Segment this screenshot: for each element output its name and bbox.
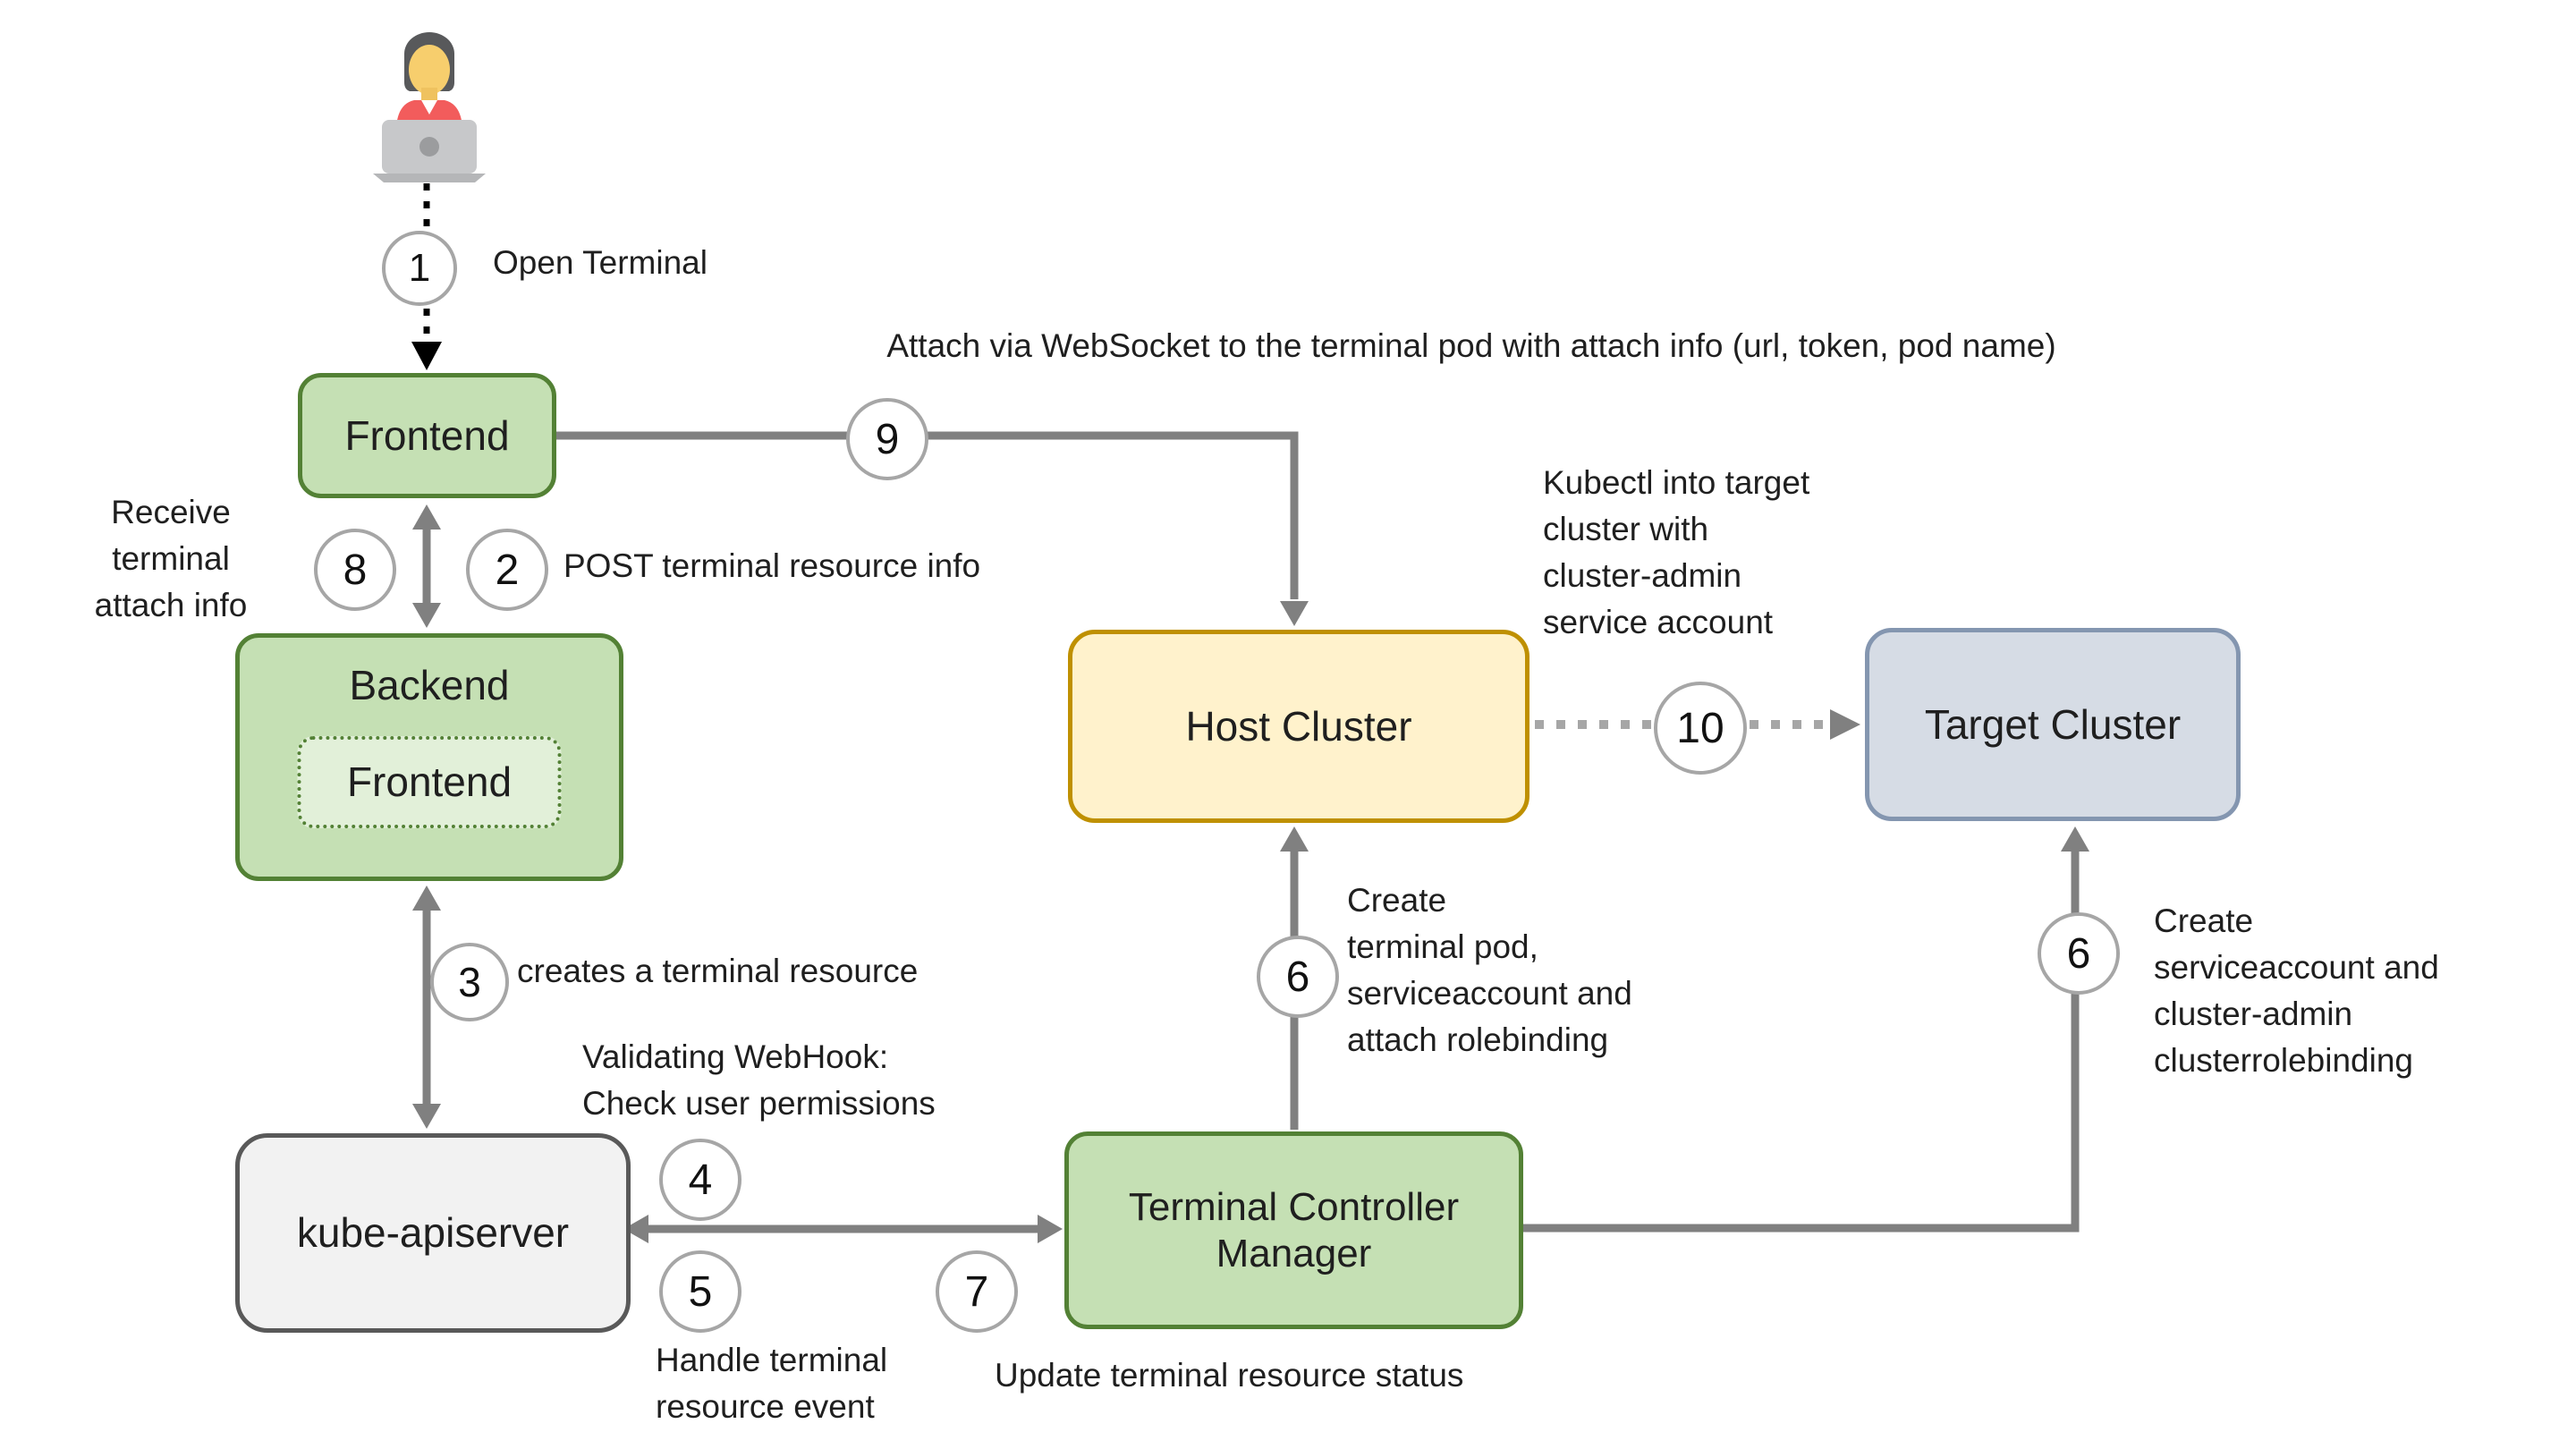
annotation-create-terminal-pod: Create terminal pod, serviceaccount and … xyxy=(1347,882,1632,1058)
step-circle-6-target: 6 xyxy=(2038,912,2120,995)
annotation-post-info: POST terminal resource info xyxy=(564,547,981,584)
node-kube-apiserver-label: kube-apiserver xyxy=(296,1209,570,1257)
step-circle-8: 8 xyxy=(314,529,396,611)
node-backend-inner-label: Frontend xyxy=(346,758,513,806)
node-target-cluster: Target Cluster xyxy=(1865,628,2241,821)
step-circle-2: 2 xyxy=(466,529,548,611)
annotation-open-terminal: Open Terminal xyxy=(493,244,708,281)
arrow-kube-tcm xyxy=(623,1215,1063,1243)
step-circle-5: 5 xyxy=(659,1250,741,1333)
annotation-attach-websocket: Attach via WebSocket to the terminal pod… xyxy=(886,327,2056,364)
arrow-frontend-backend xyxy=(412,504,441,628)
annotation-handle-event: Handle terminal resource event xyxy=(656,1342,888,1425)
step-circle-1: 1 xyxy=(382,231,457,306)
step-circle-7: 7 xyxy=(936,1250,1018,1333)
annotation-kubectl-into-target: Kubectl into target cluster with cluster… xyxy=(1543,464,1810,640)
arrow-backend-kube xyxy=(412,886,441,1129)
node-tcm-label: Terminal Controller Manager xyxy=(1128,1184,1460,1275)
node-backend-inner-frontend: Frontend xyxy=(297,736,562,828)
node-backend-label: Backend xyxy=(349,662,510,708)
step-circle-3: 3 xyxy=(430,943,509,1021)
node-frontend-label: Frontend xyxy=(344,411,510,459)
node-target-cluster-label: Target Cluster xyxy=(1924,700,2182,748)
annotation-update-status: Update terminal resource status xyxy=(995,1357,1464,1394)
arrow-host-to-target xyxy=(1535,709,1860,740)
node-kube-apiserver: kube-apiserver xyxy=(235,1133,631,1333)
annotation-creates-resource: creates a terminal resource xyxy=(517,953,919,989)
annotation-validating-webhook: Validating WebHook: Check user permissio… xyxy=(582,1038,936,1122)
node-host-cluster-label: Host Cluster xyxy=(1185,702,1412,750)
arrow-frontend-to-host xyxy=(556,431,1309,626)
step-circle-9: 9 xyxy=(846,398,928,480)
node-terminal-controller-manager: Terminal Controller Manager xyxy=(1064,1131,1523,1329)
node-backend: Backend Frontend xyxy=(235,633,623,881)
person-at-laptop-icon xyxy=(373,32,486,182)
step-circle-6-host: 6 xyxy=(1257,936,1339,1018)
node-host-cluster: Host Cluster xyxy=(1068,630,1530,823)
step-circle-10: 10 xyxy=(1654,682,1747,775)
annotation-receive-attach-info: Receive terminal attach info xyxy=(94,494,248,623)
step-circle-4: 4 xyxy=(659,1139,741,1221)
node-frontend: Frontend xyxy=(298,373,556,498)
annotation-create-serviceaccount: Create serviceaccount and cluster-admin … xyxy=(2154,902,2439,1079)
